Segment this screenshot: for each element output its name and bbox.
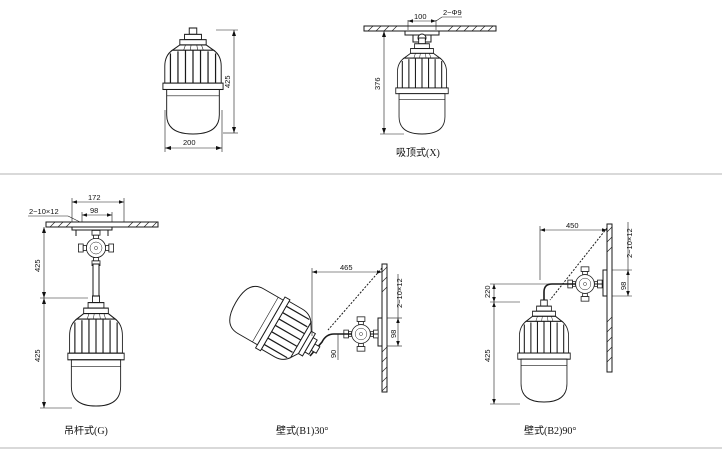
view-wall-mount-30: 465 98 2−10×12 90 壁式(B1)30° [220,263,404,437]
mount-height-label: 376 [373,77,382,90]
slot-spec-label-b1: 2−10×12 [395,278,404,308]
hole-spec-label: 2−Φ9 [443,8,462,17]
view-pendant-rod: 172 98 2−10×12 425 425 吊杆式(G) [28,193,159,437]
caption-wall-mount-30: 壁式(B1)30° [276,424,328,437]
caption-pendant-rod: 吊杆式(G) [64,424,108,437]
bracket-width-label: 172 [88,193,101,202]
drop-dimension-label-b2: 220 [483,285,492,298]
rod-length-label: 425 [33,259,42,272]
lamp-height-label-b2: 425 [483,349,492,362]
view-pendant-front: 425 200 [162,27,238,152]
slot-spec-label: 2−10×12 [29,207,59,216]
view-ceiling-mount: 100 2−Φ9 376 吸顶式(X) [363,8,497,159]
lamp-height-label: 425 [33,349,42,362]
mount-spacing-label: 100 [414,12,427,21]
width-dimension-label: 200 [183,138,196,147]
drop-dimension-label: 90 [329,350,338,358]
reach-dimension-label: 465 [340,263,353,272]
caption-ceiling-mount: 吸顶式(X) [396,146,440,159]
inner-spacing-label: 98 [90,206,98,215]
view-wall-mount-90: 450 98 2−10×12 220 425 壁式(B2)90° [483,221,634,437]
plate-height-label-b2: 98 [619,282,628,290]
plate-height-label: 98 [389,330,398,338]
reach-dimension-label-b2: 450 [566,221,579,230]
height-dimension-label: 425 [223,75,232,88]
slot-spec-label-b2: 2−10×12 [625,228,634,258]
caption-wall-mount-90: 壁式(B2)90° [524,424,576,437]
